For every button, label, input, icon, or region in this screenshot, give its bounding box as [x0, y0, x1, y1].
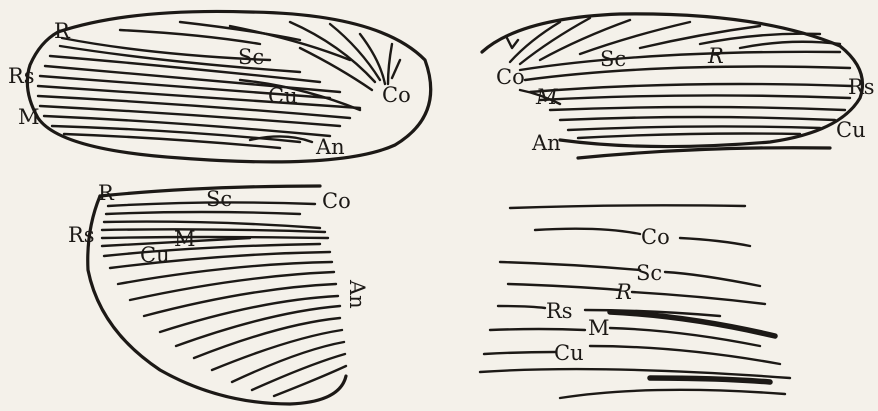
label-Cu: Cu [554, 341, 584, 365]
vein-group [480, 205, 790, 398]
label-Rs: Rs [68, 223, 95, 247]
vein-group [506, 18, 852, 138]
label-Rs: Rs [8, 64, 35, 88]
wing-outline [27, 11, 430, 161]
label-Cu: Cu [140, 243, 170, 267]
label-M: M [174, 227, 196, 251]
vein-group [102, 202, 346, 396]
label-R: R [54, 19, 71, 43]
wing-lower-margin [578, 148, 830, 158]
label-Co: Co [496, 65, 525, 89]
label-R: R [707, 44, 724, 68]
label-Sc: Sc [600, 47, 626, 71]
label-R: R [615, 280, 632, 304]
label-An: An [345, 279, 369, 309]
wing-bottom-left: R Sc Co Rs M Cu An [68, 181, 369, 404]
label-Cu: Cu [268, 84, 298, 108]
label-Co: Co [322, 189, 351, 213]
wing-bottom-right: Co Sc R Rs M Cu [480, 205, 790, 398]
label-Cu: Cu [836, 118, 866, 142]
vein-group [38, 22, 400, 148]
wing-top-left: R Rs M Sc Cu Co An [8, 11, 431, 161]
label-M: M [18, 105, 40, 129]
label-Sc: Sc [206, 187, 232, 211]
wing-top-right: Co Sc R M Rs Cu An [482, 14, 875, 158]
label-Co: Co [641, 225, 670, 249]
label-M: M [588, 316, 610, 340]
label-Co: Co [382, 83, 411, 107]
label-An: An [315, 135, 345, 159]
label-Rs: Rs [546, 299, 573, 323]
label-Sc: Sc [238, 45, 264, 69]
label-R: R [98, 181, 115, 205]
label-An: An [531, 131, 561, 155]
label-Sc: Sc [636, 261, 662, 285]
label-Rs: Rs [848, 75, 875, 99]
label-M: M [535, 85, 558, 109]
